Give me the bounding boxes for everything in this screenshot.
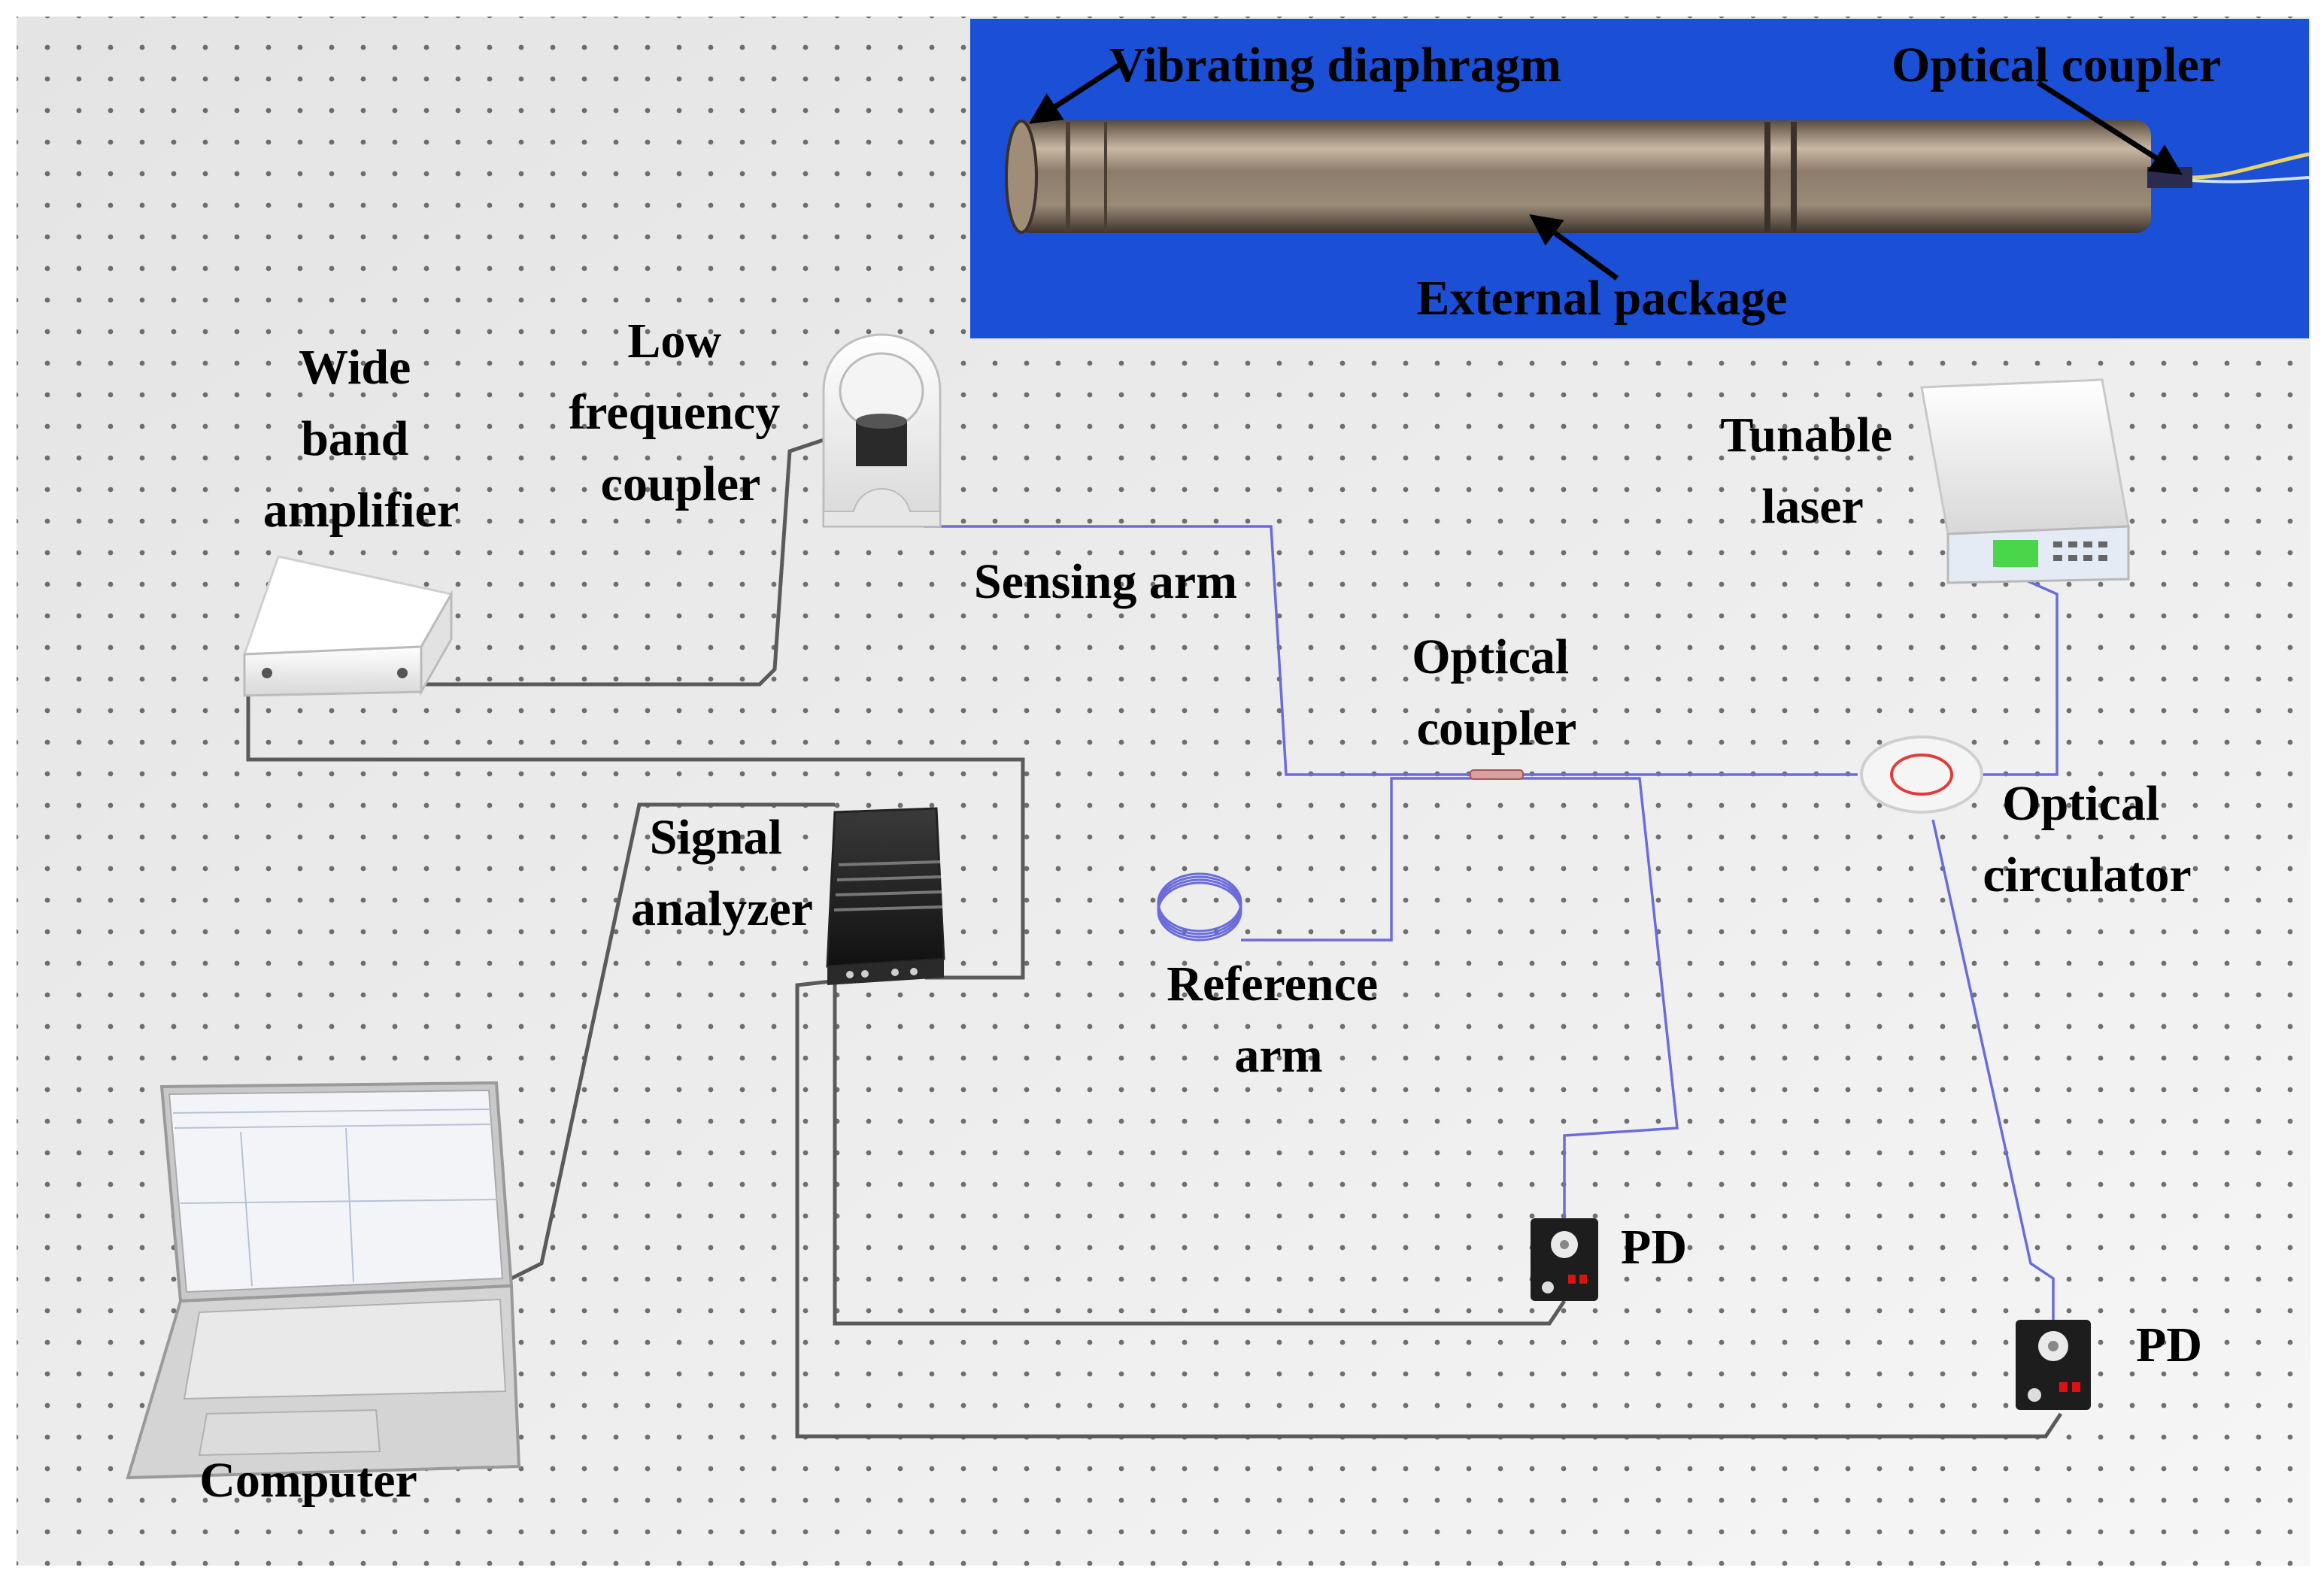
label-reference-arm: Reference arm: [1167, 957, 1390, 1083]
laser-screen: [1993, 540, 2038, 567]
signal-analyzer-device: [826, 807, 945, 985]
optical-coupler-device: [1470, 769, 1524, 780]
optical-circulator-device: [1860, 735, 1983, 814]
label-pd-2: PD: [2136, 1318, 2202, 1372]
pd-1-device: [1531, 1218, 1598, 1301]
label-computer: Computer: [199, 1453, 417, 1508]
label-wide-band-amplifier: Wide band amplifier: [263, 340, 459, 538]
label-external-package: External package: [1416, 271, 1787, 326]
label-optical-circulator: Optical circulator: [1983, 776, 2191, 902]
low-frequency-coupler-device: [822, 333, 942, 528]
electrical-cables: [246, 434, 2063, 1439]
sensor-tube: [1005, 120, 2310, 234]
pd-2-device: [2016, 1320, 2091, 1410]
label-low-frequency-coupler: Low frequency coupler: [569, 314, 793, 511]
label-vibrating-diaphragm: Vibrating diaphragm: [1109, 38, 1561, 92]
label-pd-1: PD: [1621, 1220, 1687, 1275]
label-sensing-arm: Sensing arm: [974, 554, 1237, 609]
inset-photo: Vibrating diaphragm Optical coupler Exte…: [970, 19, 2310, 338]
computer-device: [126, 1081, 521, 1480]
wide-band-amplifier: [242, 555, 454, 697]
label-optical-coupler: Optical coupler: [1412, 629, 1582, 756]
label-inset-optical-coupler: Optical coupler: [1892, 38, 2221, 92]
label-tunable-laser: Tunable laser: [1720, 408, 1904, 534]
component-labels: Wide band amplifier Low frequency couple…: [199, 314, 2202, 1508]
label-signal-analyzer: Signal analyzer: [631, 810, 813, 936]
reference-arm-coil: [1157, 872, 1242, 942]
tunable-laser-device: [1920, 378, 2130, 584]
optical-coupler-connector: [2147, 167, 2192, 188]
vibrating-diaphragm: [1005, 120, 1038, 234]
